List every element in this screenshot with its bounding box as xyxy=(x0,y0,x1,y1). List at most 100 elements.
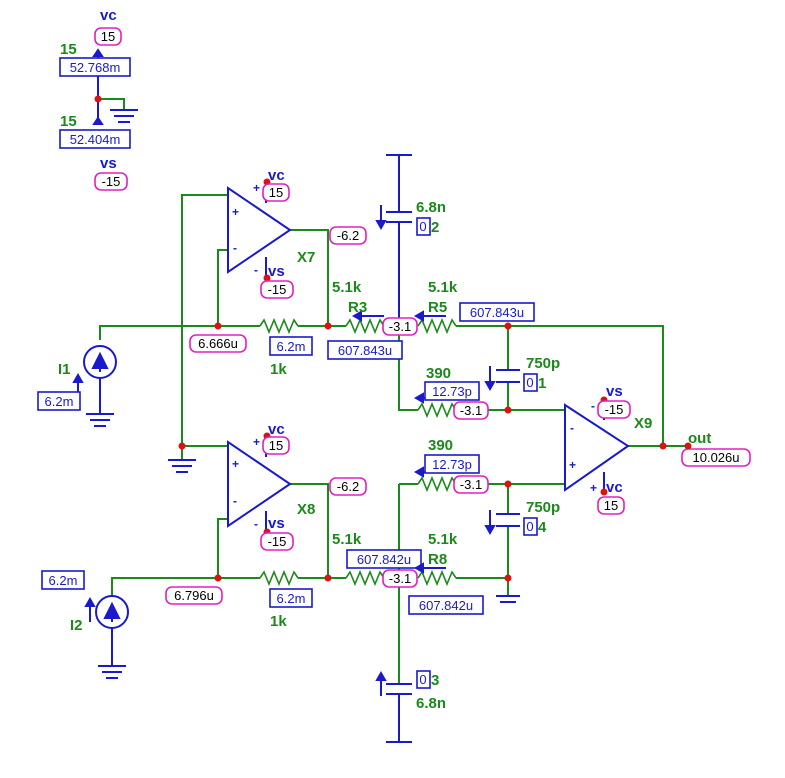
c3-name: 3 xyxy=(431,672,439,689)
bl-5k1-current: 607.842u xyxy=(357,552,411,567)
supply-section: vc 15 15 52.768m 15 52.404m vs -15 xyxy=(59,7,138,191)
x8-in-badge xyxy=(165,586,223,605)
c2-arrowhead-icon xyxy=(375,220,387,231)
r8-current-box xyxy=(408,595,484,615)
vs-source-value: 15 xyxy=(60,113,77,130)
c4-ground-icon xyxy=(496,595,520,603)
x9-vs-label: vs xyxy=(606,383,623,400)
junction-dot xyxy=(684,442,692,450)
resistor-bottom-390[interactable]: 390 12.73p -3.1 xyxy=(413,437,489,494)
r3-current: 607.843u xyxy=(338,343,392,358)
bot-390-current: 12.73p xyxy=(432,457,472,472)
r8-arrowhead-icon xyxy=(413,562,424,574)
resistor-r3[interactable]: 5.1k R3 607.843u -3.1 xyxy=(327,279,418,360)
wire-bottom-rail xyxy=(456,577,509,596)
opamp-x8[interactable]: + - + - vc 15 vs -15 X8 -6.2 6.796u xyxy=(165,421,367,605)
resistor-bottom-left-5k1[interactable]: 5.1k 607.842u -3.1 xyxy=(332,531,422,588)
current-source-i1[interactable]: I1 6.2m xyxy=(37,345,117,427)
junction-dot xyxy=(504,322,512,330)
vc-source-value: 15 xyxy=(60,41,77,58)
capacitor-c4[interactable]: 750p 0 4 xyxy=(484,499,560,603)
capacitor-c1[interactable]: 750p 0 1 xyxy=(484,355,560,392)
c4-current: 0 xyxy=(526,519,533,534)
capacitor-c2[interactable]: 6.8n 0 2 xyxy=(375,154,446,326)
resistor-x8-input[interactable]: 6.2m 1k xyxy=(259,569,313,630)
x7-in-badge xyxy=(189,334,247,353)
bot-390-node-voltage: -3.1 xyxy=(460,477,482,492)
r8-name: R8 xyxy=(428,551,447,568)
i1-name: I1 xyxy=(58,361,71,378)
c2-ground-icon xyxy=(386,154,412,165)
x8-name: X8 xyxy=(297,501,315,518)
i2-value: 6.2m xyxy=(49,573,78,588)
out-badge xyxy=(681,448,751,467)
junction-dot xyxy=(324,574,332,582)
bot-390-arrowhead-icon xyxy=(413,466,424,478)
c4-current-box xyxy=(523,517,538,536)
c4-name: 4 xyxy=(538,519,547,536)
x9-vs-value: -15 xyxy=(605,402,624,417)
capacitor-c3[interactable]: 0 3 6.8n xyxy=(375,670,446,743)
resistor-zigzag-icon xyxy=(345,569,385,587)
c4-symbol xyxy=(496,513,520,527)
supply-vs-label: vs xyxy=(100,155,117,172)
resistor-zigzag-icon xyxy=(417,569,457,587)
top-390-value: 390 xyxy=(426,365,451,382)
c2-symbol xyxy=(386,165,412,326)
opamp-x9[interactable]: - + - + vs -15 vc 15 X9 out 10.026u xyxy=(564,383,751,515)
top-390-current: 12.73p xyxy=(432,384,472,399)
resistor-r8[interactable]: 5.1k R8 607.842u xyxy=(408,531,484,615)
x7-r-value: 1k xyxy=(270,361,287,378)
junction-dots xyxy=(178,322,692,582)
vc-current-value: 52.768m xyxy=(70,60,121,75)
top-390-node-voltage: -3.1 xyxy=(460,403,482,418)
junction-dot xyxy=(504,574,512,582)
x8-out-voltage: -6.2 xyxy=(337,479,359,494)
c3-current-box xyxy=(416,670,431,689)
x7-vs-value: -15 xyxy=(268,282,287,297)
resistor-zigzag-icon xyxy=(259,317,299,335)
supply-vc-label: vc xyxy=(100,7,117,24)
r3-node-voltage: -3.1 xyxy=(389,319,411,334)
x8-in-voltage: 6.796u xyxy=(174,588,214,603)
junction-dot xyxy=(324,322,332,330)
c1-value: 750p xyxy=(526,355,560,372)
x8-minus-sign: - xyxy=(233,494,237,508)
resistor-r5[interactable]: 5.1k R5 607.843u xyxy=(413,279,535,335)
vc-current-box xyxy=(59,57,131,77)
c3-symbol xyxy=(386,683,412,743)
r5-current-box xyxy=(459,302,535,322)
x8-vs-label: vs xyxy=(268,515,285,532)
bl-5k1-current-box xyxy=(346,549,422,569)
top-390-current-box xyxy=(424,381,480,401)
c3-current: 0 xyxy=(419,672,426,687)
r3-arrowhead-icon xyxy=(351,310,362,322)
opamp-x7[interactable]: + - + - vc 15 vs -15 X7 -6.2 6.666u xyxy=(189,167,367,353)
supply-vc-value: 15 xyxy=(101,29,115,44)
c2-value: 6.8n xyxy=(416,199,446,216)
junction-dot xyxy=(659,442,667,450)
i1-value-box xyxy=(37,391,81,411)
i2-arrow-icon xyxy=(103,601,121,619)
wire-x8-out xyxy=(290,483,329,578)
wire-x8-minus xyxy=(217,518,228,578)
x8-plus-sign: + xyxy=(232,457,239,471)
resistor-x7-input[interactable]: 6.2m 1k xyxy=(259,317,313,378)
junction-dot xyxy=(504,480,512,488)
r5-arrowhead-icon xyxy=(413,310,424,322)
junction-dot xyxy=(214,574,222,582)
supply-ground-icon xyxy=(110,109,138,123)
resistor-top-390[interactable]: 390 12.73p -3.1 xyxy=(413,365,489,420)
bl-5k1-value: 5.1k xyxy=(332,531,362,548)
c1-current: 0 xyxy=(526,375,533,390)
x9-vc-label: vc xyxy=(606,479,623,496)
current-source-i2[interactable]: I2 6.2m xyxy=(41,570,129,679)
x7-out-badge xyxy=(329,226,367,245)
top-390-arrowhead-icon xyxy=(413,392,424,404)
c3-value: 6.8n xyxy=(416,695,446,712)
x8-r-current: 6.2m xyxy=(277,591,306,606)
c1-symbol xyxy=(496,369,520,383)
ground-left-icon xyxy=(168,459,196,473)
c2-name: 2 xyxy=(431,219,439,236)
